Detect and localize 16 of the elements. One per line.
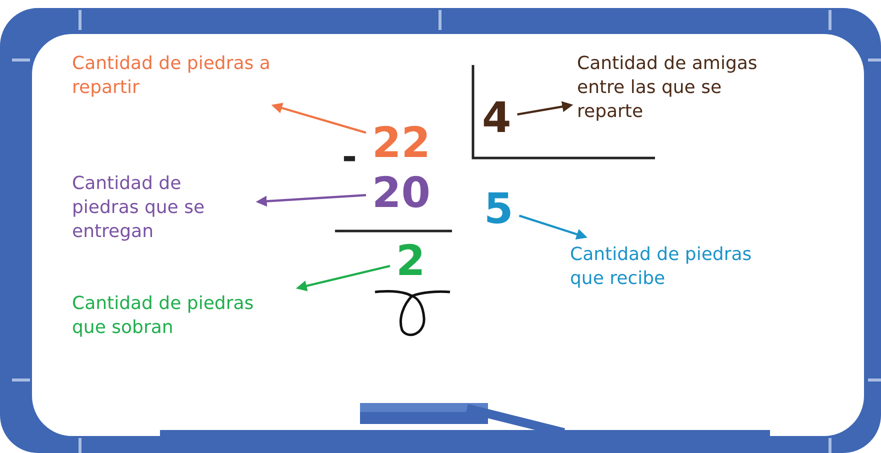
quantity-label: Cantidad de piedras que se entregan: [72, 172, 252, 244]
quantity-label: Cantidad de amigas entre las que se reparte: [577, 52, 767, 124]
arrow: [271, 102, 366, 134]
number: 2: [396, 240, 426, 282]
arrow: [296, 264, 390, 292]
quantity-label: Cantidad de piedras a repartir: [72, 52, 272, 100]
minus-sign: -: [342, 140, 357, 176]
quantity-label: Cantidad de piedras que recibe: [570, 243, 785, 290]
number: 22: [372, 122, 430, 164]
arrow: [256, 194, 366, 207]
arrow: [518, 214, 588, 240]
number: 20: [372, 172, 430, 214]
number: 4: [482, 97, 512, 139]
quantity-label: Cantidad de piedras que sobran: [72, 292, 292, 340]
number: 5: [484, 188, 514, 230]
arrow: [517, 101, 574, 116]
